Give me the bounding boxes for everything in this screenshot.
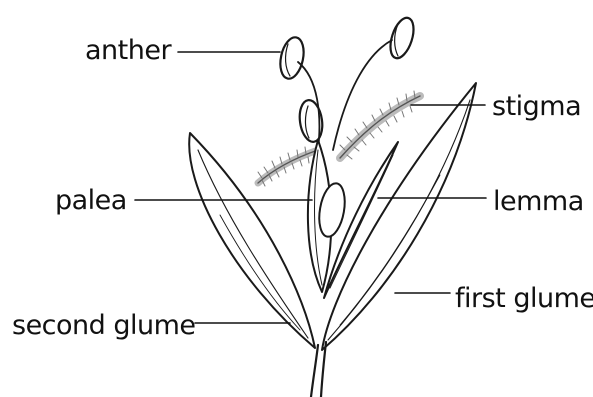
stalk	[311, 345, 318, 397]
label-anther: anther	[85, 37, 171, 64]
first-glume	[322, 83, 476, 350]
label-second-glume: second glume	[12, 312, 196, 339]
label-lemma: lemma	[493, 188, 584, 215]
stigma-right	[340, 91, 420, 159]
anther-top-right	[386, 15, 418, 61]
label-first-glume: first glume	[455, 285, 593, 312]
label-stigma: stigma	[492, 93, 581, 120]
second-glume	[189, 133, 315, 348]
anther-middle	[297, 99, 325, 144]
label-palea: palea	[55, 187, 127, 214]
stigma-left	[258, 147, 318, 186]
anther-top-left	[277, 35, 307, 81]
